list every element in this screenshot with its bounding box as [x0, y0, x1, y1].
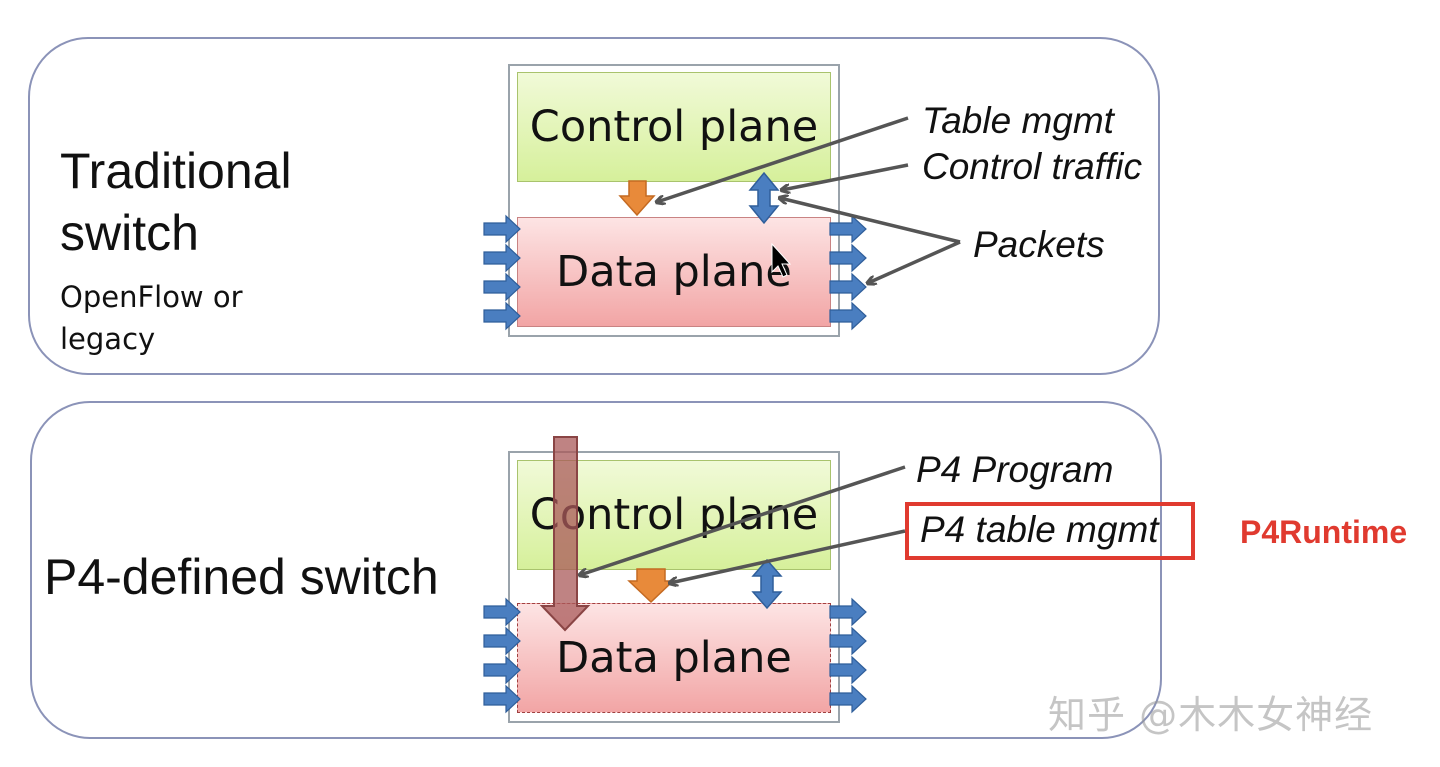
traditional-title-line1: Traditional [60, 143, 292, 199]
annotation-p4-program: P4 Program [916, 449, 1114, 490]
port-arrow-icon [483, 597, 521, 627]
pointer-table-mgmt [657, 116, 909, 202]
traditional-table-mgmt-arrow [618, 180, 656, 217]
p4runtime-label: P4Runtime [1240, 514, 1408, 550]
traditional-data-plane: Data plane [517, 217, 831, 327]
annotation-control-traffic: Control traffic [922, 146, 1143, 187]
port-arrow-icon [829, 272, 867, 302]
port-arrow-icon [829, 597, 867, 627]
port-arrow-icon [829, 684, 867, 714]
port-arrow-icon [829, 243, 867, 273]
port-arrow-icon [483, 655, 521, 685]
p4runtime-highlight-box [905, 502, 1195, 560]
port-arrow-icon [829, 626, 867, 656]
annotation-packets: Packets [973, 224, 1105, 265]
port-arrow-icon [829, 214, 867, 244]
port-arrow-icon [483, 214, 521, 244]
pointer-packets-b [868, 240, 961, 283]
port-arrow-icon [483, 243, 521, 273]
p4-title: P4-defined switch [44, 549, 439, 605]
pointer-p4-program [580, 465, 906, 575]
port-arrow-icon [483, 684, 521, 714]
traditional-subtitle-line2: legacy [60, 322, 156, 356]
p4-port-arrows [483, 597, 867, 714]
traditional-control-plane: Control plane [517, 72, 831, 182]
traditional-port-arrows [483, 214, 867, 331]
traditional-control-traffic-arrow [748, 171, 780, 225]
p4-table-mgmt-arrow [627, 568, 675, 604]
port-arrow-icon [829, 655, 867, 685]
port-arrow-icon [483, 272, 521, 302]
port-arrow-icon [483, 301, 521, 331]
p4-program-arrow [539, 436, 591, 632]
annotation-table-mgmt: Table mgmt [922, 100, 1114, 141]
mouse-cursor-icon [771, 242, 792, 278]
traditional-title-line2: switch [60, 205, 199, 261]
pointer-p4-table-mgmt [670, 529, 906, 583]
annotation-p4-table-mgmt: P4 table mgmt [920, 509, 1159, 550]
watermark: 知乎 @木木女神经 [1048, 693, 1374, 737]
port-arrow-icon [829, 301, 867, 331]
p4-control-traffic-arrow [751, 558, 783, 610]
traditional-subtitle-line1: OpenFlow or [60, 280, 243, 314]
pointer-packets-a [780, 198, 961, 244]
pointer-control-traffic [782, 163, 909, 190]
port-arrow-icon [483, 626, 521, 656]
